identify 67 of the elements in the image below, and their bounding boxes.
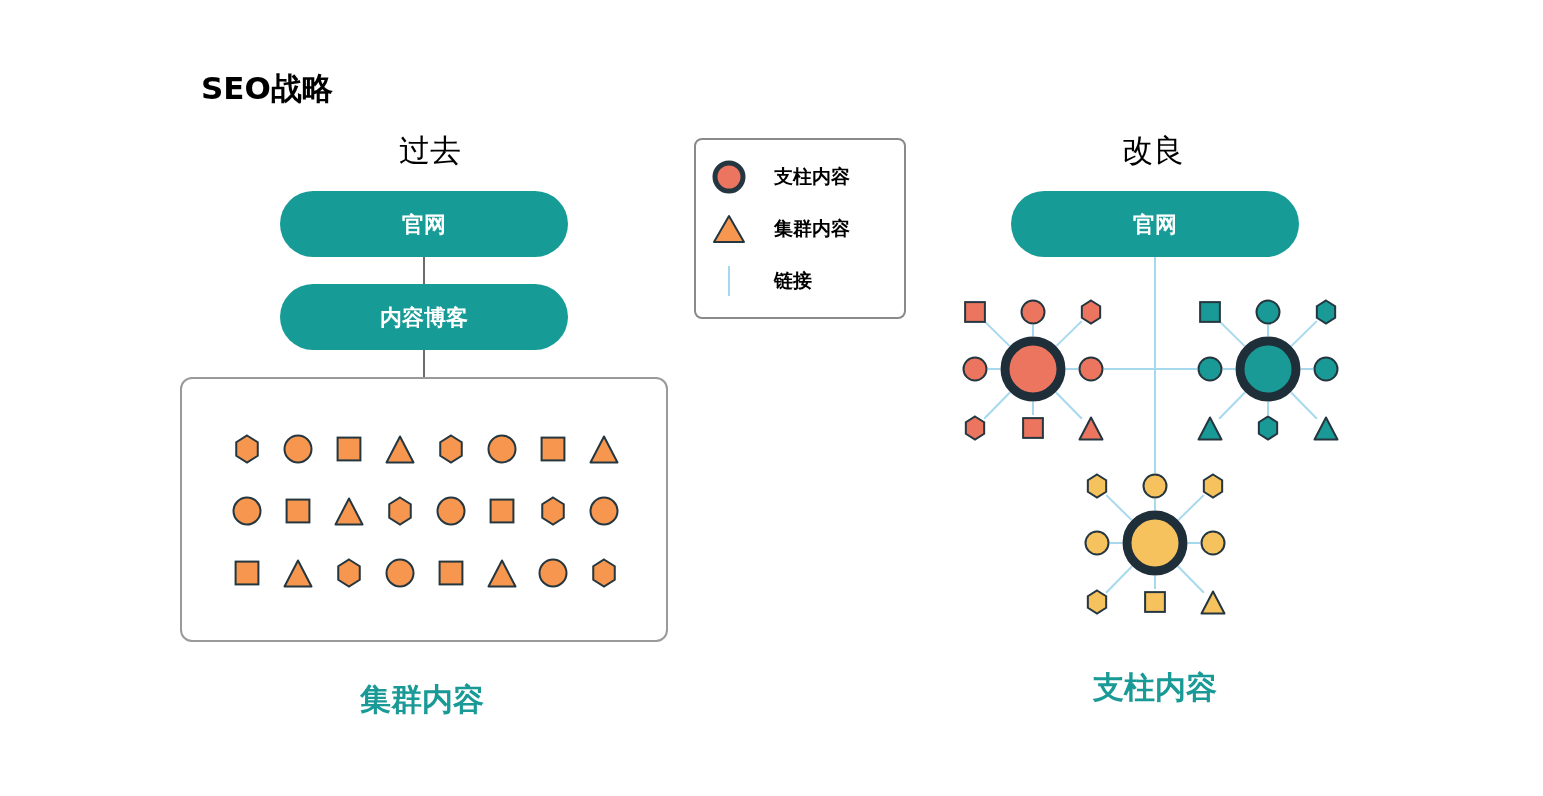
- link-line: [1055, 391, 1083, 420]
- cluster-box: [962, 299, 988, 325]
- link-line: [1290, 391, 1318, 420]
- section-caption: 集群内容: [359, 680, 485, 719]
- website-pill: 官网: [280, 191, 568, 257]
- website-pill: 官网: [1011, 191, 1299, 257]
- link-line: [983, 320, 1011, 347]
- link-line: [1105, 565, 1133, 594]
- pillar-content-hub: [1122, 510, 1188, 576]
- cluster-circle: [1200, 530, 1226, 556]
- cluster-hexagon: [962, 415, 988, 441]
- cluster-circle: [962, 356, 988, 382]
- link-line: [1032, 324, 1034, 337]
- link-line: [1218, 320, 1246, 347]
- link-line: [1300, 368, 1314, 370]
- legend-label: 集群内容: [774, 216, 850, 242]
- link-line: [1267, 324, 1269, 337]
- cluster-circle: [1084, 530, 1110, 556]
- link-line: [1154, 575, 1156, 590]
- link-line: [1154, 498, 1156, 511]
- link-line: [1222, 368, 1236, 370]
- cluster-box: [1197, 299, 1223, 325]
- cluster-triangle: [1197, 415, 1223, 441]
- link-line: [1154, 256, 1156, 474]
- link-line: [1290, 320, 1318, 347]
- link-line: [1218, 391, 1246, 420]
- link-line: [1177, 565, 1205, 594]
- cluster-hexagon: [1078, 299, 1104, 325]
- cluster-circle: [1142, 473, 1168, 499]
- link-line: [983, 391, 1011, 420]
- cluster-triangle: [1313, 415, 1339, 441]
- link-line: [1109, 542, 1123, 544]
- cluster-hexagon: [1255, 415, 1281, 441]
- cluster-circle: [1020, 299, 1046, 325]
- diagram-title: SEO战略: [201, 69, 333, 108]
- legend-label: 链接: [774, 268, 812, 294]
- cluster-circle: [1313, 356, 1339, 382]
- pillar-content-hub: [1235, 336, 1301, 402]
- website-pill: 内容博客: [280, 284, 568, 350]
- cluster-hexagon: [1084, 589, 1110, 615]
- cluster-box: [1020, 415, 1046, 441]
- link-line: [987, 368, 1001, 370]
- link-line: [1187, 542, 1201, 544]
- link-line: [1105, 494, 1133, 521]
- cluster-triangle: [1078, 415, 1104, 441]
- link-line: [1103, 368, 1198, 370]
- link-line: [1055, 320, 1083, 347]
- pillar-content-hub: [1000, 336, 1066, 402]
- cluster-hexagon: [1313, 299, 1339, 325]
- cluster-hexagon: [1084, 473, 1110, 499]
- link-line: [1065, 368, 1079, 370]
- cluster-hexagon: [1200, 473, 1226, 499]
- cluster-box: [1142, 589, 1168, 615]
- legend-label: 支柱内容: [774, 164, 850, 190]
- section-caption: 支柱内容: [1092, 668, 1218, 707]
- link-line: [1267, 401, 1269, 416]
- column-heading: 改良: [1121, 131, 1185, 170]
- cluster-triangle: [1200, 589, 1226, 615]
- link-line: [1032, 401, 1034, 416]
- cluster-content-panel: [180, 377, 668, 642]
- link-line: [423, 349, 425, 378]
- column-heading: 过去: [398, 131, 462, 170]
- cluster-circle: [1078, 356, 1104, 382]
- link-line: [423, 256, 425, 285]
- cluster-circle: [1255, 299, 1281, 325]
- link-line: [1177, 494, 1205, 521]
- cluster-circle: [1197, 356, 1223, 382]
